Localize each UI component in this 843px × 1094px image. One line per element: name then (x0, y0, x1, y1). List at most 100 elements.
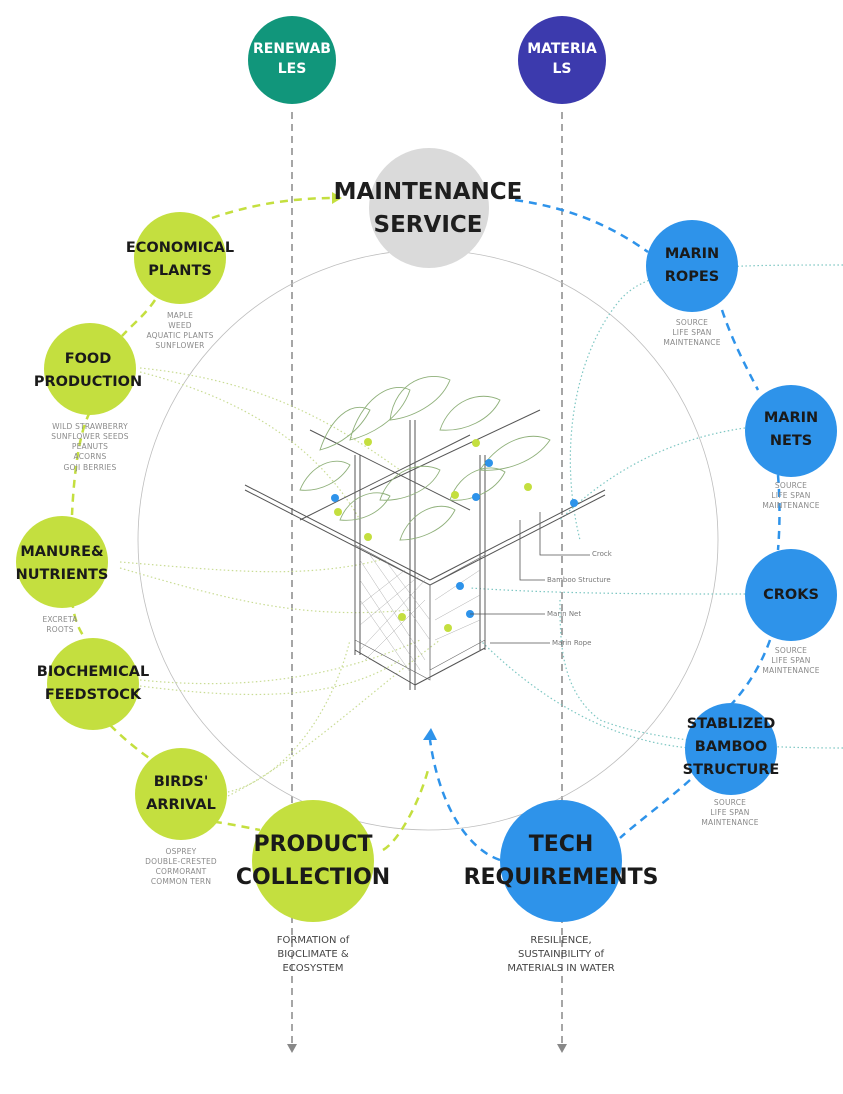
material-cycle-arcs (428, 198, 781, 862)
detail-text: SOURCE (774, 646, 808, 655)
detail-text: OSPREY (165, 847, 197, 856)
food-production-details: WILD STRAWBERRY SUNFLOWER SEEDS PEANUTS … (40, 422, 140, 473)
callout-leaders (470, 512, 590, 644)
birds-arrival-details: OSPREY DOUBLE-CRESTED CORMORANT COMMON T… (131, 847, 231, 888)
economical-plants-line1: ECONOMICAL (125, 240, 235, 256)
bamboo-structure-label: STABLIZED BAMBOO STRUCTURE (661, 713, 801, 783)
detail-text: LIFE SPAN (710, 808, 750, 818)
bamboo-structure-details: SOURCE LIFE SPAN MAINTENANCE (680, 798, 780, 828)
economical-plants-label: ECONOMICAL PLANTS (110, 237, 250, 283)
bamboo-structure-node (685, 703, 777, 795)
materials-label: MATERIA LS (518, 39, 606, 80)
detail-text: COMMON TERN (150, 877, 212, 887)
product-line1: PRODUCT (253, 832, 373, 857)
plant-foliage (299, 376, 551, 541)
croks-line1: CROKS (763, 587, 819, 603)
detail-text: LIFE SPAN (771, 656, 811, 666)
manure-nutrients-line2: NUTRIENTS (15, 567, 109, 584)
economical-plants-line2: PLANTS (148, 263, 212, 280)
maintenance-service-node (369, 148, 489, 268)
materials-axis-arrow (557, 1044, 567, 1053)
detail-text: MAPLE (166, 311, 194, 320)
detail-text: GOJI BERRIES (63, 462, 117, 472)
marin-ropes-node (646, 220, 738, 312)
manure-nutrients-line1: MANURE& (20, 544, 104, 560)
tech-line2: REQUIREMENTS (463, 865, 659, 890)
marin-ropes-label: MARIN ROPES (622, 243, 762, 289)
food-production-label: FOOD PRODUCTION (18, 348, 158, 394)
detail-text: EXCRETA (42, 615, 78, 624)
tech-requirements-note: RESILIENCE, SUSTAINBILITY of MATERIALS I… (491, 934, 631, 976)
birds-arrival-line1: BIRDS' (153, 774, 209, 790)
food-production-node (44, 323, 136, 415)
product-line2: COLLECTION (235, 865, 391, 890)
renewable-links (119, 367, 441, 797)
economical-plants-node (134, 212, 226, 304)
detail-text: MAINTENANCE (762, 501, 820, 511)
note-text: RESILIENCE, (530, 935, 592, 946)
marin-nets-line2: NETS (769, 433, 813, 450)
marin-nets-details: SOURCE LIFE SPAN MAINTENANCE (741, 481, 841, 511)
renewables-label-line1: RENEWAB (253, 41, 331, 57)
note-text: BIOCLIMATE & (277, 949, 349, 960)
detail-text: WEED (168, 321, 192, 331)
detail-text: SOURCE (713, 798, 747, 807)
marin-nets-line1: MARIN (763, 410, 819, 426)
structure-dots (331, 438, 578, 632)
marin-ropes-line2: ROPES (664, 269, 720, 286)
detail-text: LIFE SPAN (672, 328, 712, 338)
materials-column-header (518, 16, 606, 104)
detail-text: ROOTS (46, 625, 74, 635)
detail-text: AQUATIC PLANTS (146, 331, 214, 341)
callout-marin-rope: Marin Rope (552, 639, 592, 647)
marin-ropes-details: SOURCE LIFE SPAN MAINTENANCE (642, 318, 742, 348)
detail-text: SOURCE (675, 318, 709, 327)
detail-text: DOUBLE-CRESTED (145, 857, 217, 867)
manure-nutrients-details: EXCRETA ROOTS (10, 615, 110, 635)
materials-label-line1: MATERIA (527, 41, 597, 57)
birds-arrival-label: BIRDS' ARRIVAL (111, 771, 251, 817)
manure-nutrients-node (16, 516, 108, 608)
birds-arrival-line2: ARRIVAL (146, 797, 216, 814)
detail-text: MAINTENANCE (762, 666, 820, 676)
economical-plants-details: MAPLE WEED AQUATIC PLANTS SUNFLOWER (130, 311, 230, 352)
food-production-line2: PRODUCTION (33, 374, 143, 391)
bamboo-structure-line2: BAMBOO (694, 739, 768, 756)
tech-requirements-node (500, 800, 622, 922)
detail-text: MAINTENANCE (701, 818, 759, 828)
detail-text: CORMORANT (155, 867, 207, 877)
product-collection-note: FORMATION of BIOCLIMATE & ECOSYSTEM (243, 934, 383, 976)
croks-details: SOURCE LIFE SPAN MAINTENANCE (741, 646, 841, 676)
biochemical-feedstock-label: BIOCHEMICAL FEEDSTOCK (23, 661, 163, 707)
manure-nutrients-label: MANURE& NUTRIENTS (0, 541, 132, 587)
marin-nets-node (745, 385, 837, 477)
detail-text: ACORNS (73, 452, 107, 462)
net-pattern (359, 554, 481, 673)
maintenance-line1: MAINTENANCE (333, 179, 523, 205)
tech-line1: TECH (528, 832, 594, 857)
detail-text: SUNFLOWER (155, 341, 205, 351)
note-text: FORMATION of (276, 935, 350, 946)
marin-nets-label: MARIN NETS (721, 407, 843, 453)
callout-marin-net: Marin Net (547, 610, 582, 618)
maintenance-arrowhead (332, 192, 342, 204)
birds-arrival-node (135, 748, 227, 840)
note-text: ECOSYSTEM (282, 963, 344, 974)
product-collection-label: PRODUCT COLLECTION (213, 828, 413, 894)
tech-requirements-label: TECH REQUIREMENTS (461, 828, 661, 894)
detail-text: MAINTENANCE (663, 338, 721, 348)
renewables-label-line2: LES (277, 61, 307, 78)
bamboo-structure-line1: STABLIZED (686, 716, 776, 732)
biochemical-feedstock-line1: BIOCHEMICAL (36, 664, 150, 680)
callout-crock: Crock (592, 550, 612, 558)
note-text: MATERIALS IN WATER (507, 963, 615, 974)
biochemical-feedstock-line2: FEEDSTOCK (44, 687, 142, 704)
croks-node (745, 549, 837, 641)
renewables-column-header (248, 16, 336, 104)
marin-ropes-line1: MARIN (664, 246, 720, 262)
renewable-cycle-arcs (70, 196, 430, 852)
detail-text: SUNFLOWER SEEDS (51, 432, 129, 442)
bamboo-structure-drawing (244, 409, 606, 690)
detail-text: SOURCE (774, 481, 808, 490)
